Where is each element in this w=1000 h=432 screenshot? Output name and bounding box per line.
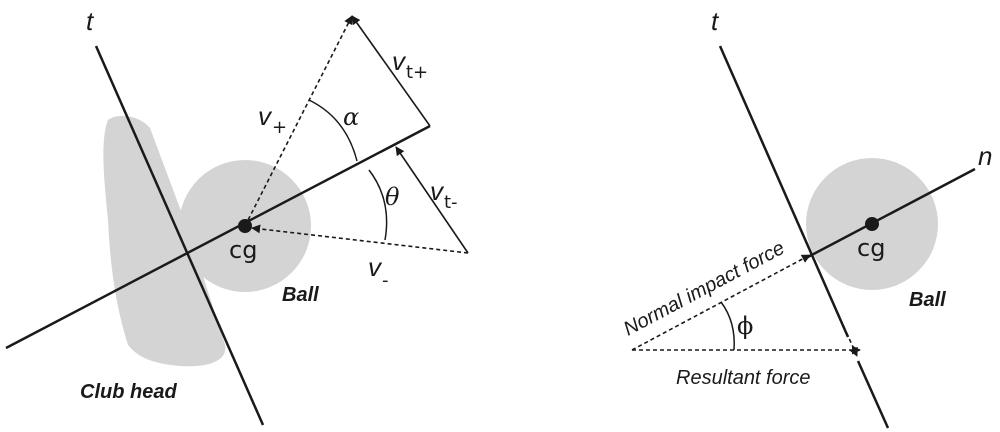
t-axis-line xyxy=(94,45,265,426)
phi-arc xyxy=(720,301,735,351)
vt-plus-vector xyxy=(351,15,431,127)
vt-plus-sub: t+ xyxy=(406,62,428,83)
alpha-arc xyxy=(308,99,358,162)
theta-arc xyxy=(368,169,388,241)
normal-line xyxy=(5,124,431,350)
n-axis-line xyxy=(805,167,976,260)
vt-minus-label: v xyxy=(430,176,445,206)
vt-minus-vector xyxy=(395,146,469,254)
left-diagram: t v + v t+ v t- v - α θ cg Ball Club hea… xyxy=(5,6,469,426)
left-t-label: t xyxy=(86,6,95,36)
right-t-axis-lower xyxy=(856,360,890,429)
right-ball-label: Ball xyxy=(909,289,946,311)
n-label: n xyxy=(978,141,992,171)
vt-plus-label: v xyxy=(392,46,407,76)
v-minus-label: v xyxy=(368,252,383,282)
v-minus-sub: - xyxy=(382,270,389,291)
resultant-force-label: Resultant force xyxy=(676,367,811,389)
phi-label: ϕ xyxy=(737,312,753,340)
v-minus-vector xyxy=(251,224,469,254)
alpha-label: α xyxy=(343,103,359,131)
left-cg-label: cg xyxy=(229,236,257,264)
tangential-component-vector xyxy=(811,255,858,357)
v-plus-label: v xyxy=(258,101,273,131)
v-plus-vector xyxy=(244,15,353,227)
right-t-label: t xyxy=(711,6,720,36)
vt-minus-sub: t- xyxy=(444,192,458,213)
left-ball-label: Ball xyxy=(282,284,319,306)
club-head-label: Club head xyxy=(80,381,177,403)
club-head-shape xyxy=(103,115,226,367)
theta-label: θ xyxy=(385,183,400,211)
right-cg-label: cg xyxy=(857,234,885,262)
right-diagram: t n cg Ball ϕ Normal impact force Result… xyxy=(620,6,992,429)
v-plus-sub: + xyxy=(272,117,287,138)
right-cg-dot xyxy=(865,217,879,231)
normal-force-label: Normal impact force xyxy=(620,237,788,340)
